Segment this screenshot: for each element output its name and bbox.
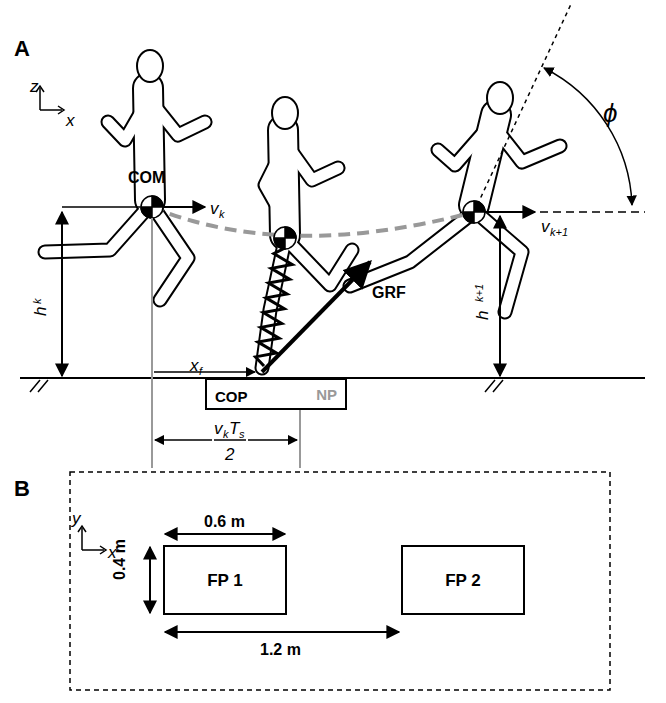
subscript: s	[239, 429, 245, 440]
axis-label: y	[72, 510, 81, 527]
subscript: k	[32, 299, 43, 305]
force-plate: FP 1	[163, 545, 287, 615]
node-text: COP	[215, 389, 248, 404]
panel-letter: A	[14, 38, 30, 60]
axis-label: x	[66, 112, 75, 129]
subscript: k	[219, 209, 225, 220]
node-text: NP	[316, 387, 337, 402]
velocity-symbol: v	[210, 200, 219, 217]
velocity-symbol: v	[541, 218, 550, 235]
force-label: GRF	[372, 285, 406, 301]
height-symbol: h	[32, 307, 49, 316]
velocity-symbol: v	[214, 420, 223, 437]
dimension-label: 1.2 m	[260, 642, 301, 658]
node-text: FP 2	[445, 572, 481, 589]
denominator: 2	[225, 446, 234, 463]
angle-symbol: ϕ	[603, 100, 617, 126]
dimension-label: 0.6 m	[204, 514, 245, 530]
height-symbol: h	[474, 311, 491, 320]
subscript: k	[223, 429, 229, 440]
com-label: COM	[128, 170, 165, 186]
distance-symbol: x	[190, 357, 199, 374]
subscript: f	[199, 366, 202, 377]
axis-label: z	[30, 78, 39, 95]
time-symbol: T	[229, 420, 239, 437]
panel-letter: B	[14, 478, 30, 500]
force-plate-box: COP NP	[205, 378, 347, 410]
subscript: k+1	[550, 227, 568, 238]
subscript: k+1	[474, 284, 485, 302]
force-plate: FP 2	[401, 545, 525, 615]
dimension-label: 0.4 m	[112, 539, 128, 580]
node-text: FP 1	[207, 572, 243, 589]
